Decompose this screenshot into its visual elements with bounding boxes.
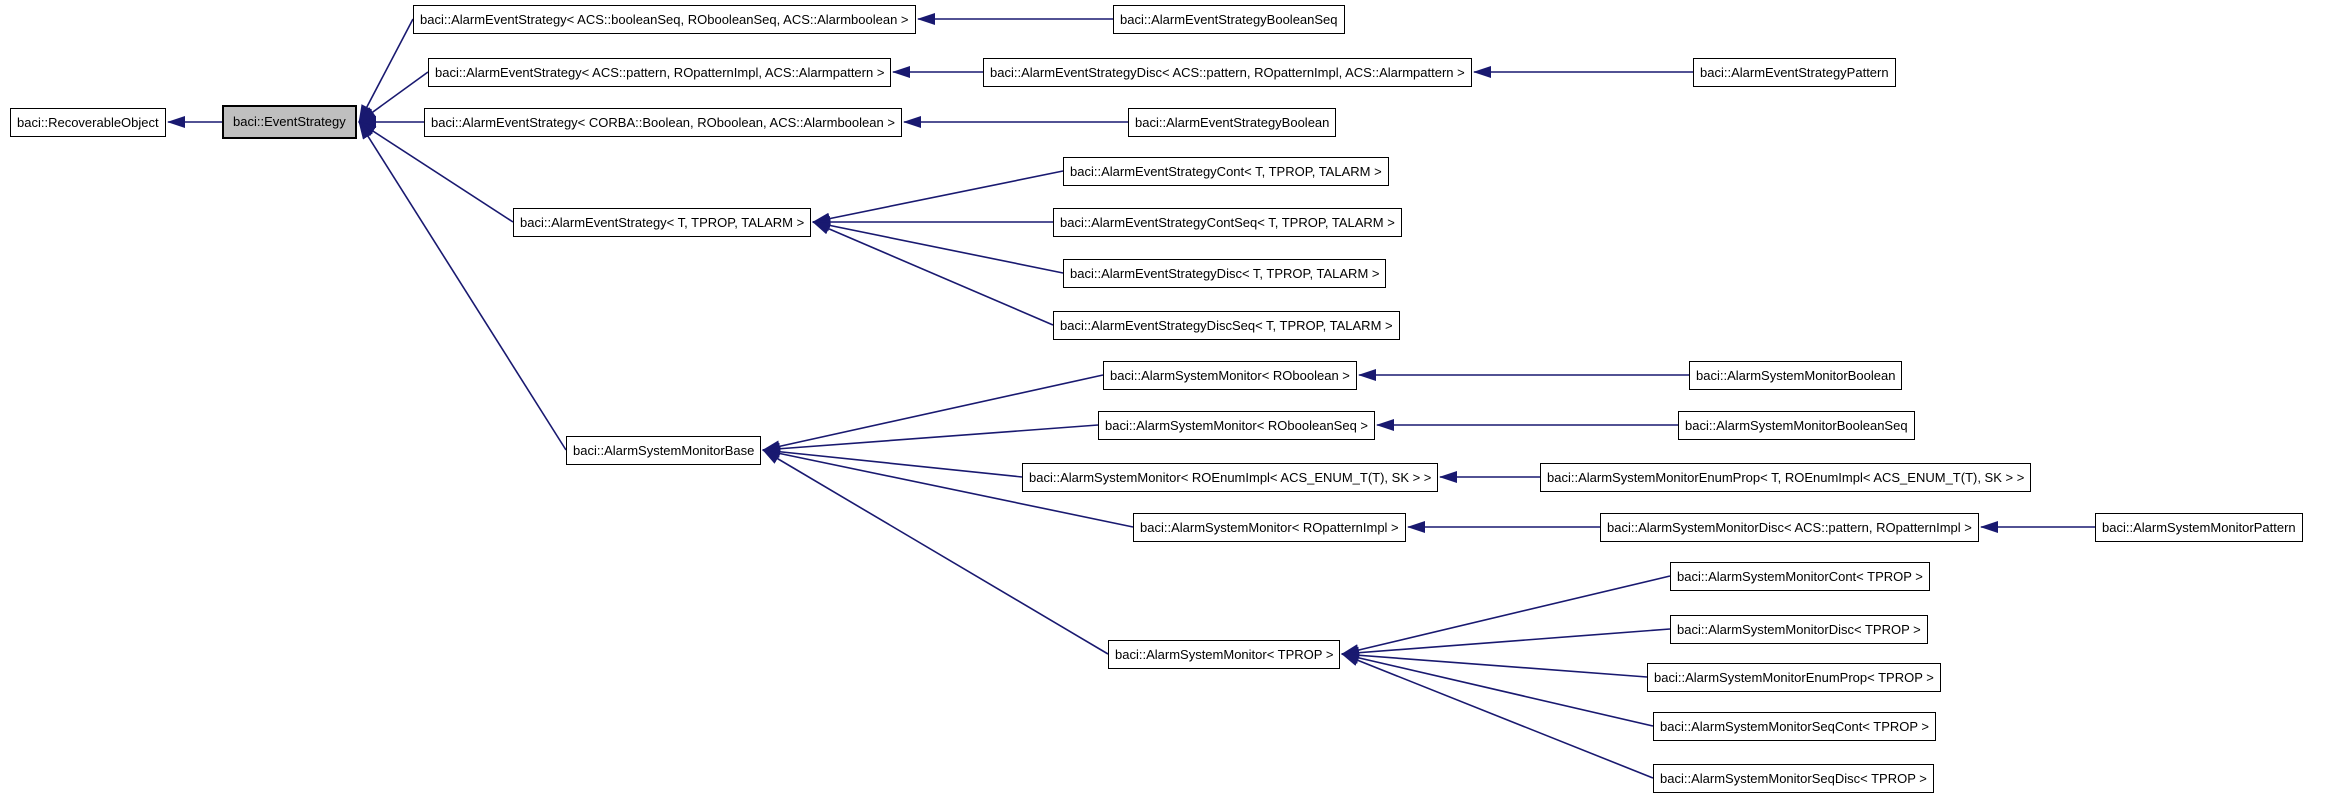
- node-alarm-system-monitor-enumprop-tprop[interactable]: baci::AlarmSystemMonitorEnumProp< TPROP …: [1647, 663, 1941, 692]
- inheritance-edge: [1341, 628, 1671, 659]
- inheritance-edge: [762, 424, 1099, 455]
- node-event-strategy: baci::EventStrategy: [222, 105, 357, 139]
- inheritance-edge: [762, 447, 1134, 528]
- node-alarm-system-monitor-cont-tprop[interactable]: baci::AlarmSystemMonitorCont< TPROP >: [1670, 562, 1930, 591]
- inheritance-edge: [762, 374, 1104, 453]
- node-alarm-system-monitor-boolean[interactable]: baci::AlarmSystemMonitorBoolean: [1689, 361, 1903, 390]
- node-recoverable-object[interactable]: baci::RecoverableObject: [10, 108, 166, 137]
- inheritance-edge: [358, 121, 567, 451]
- node-alarm-system-monitor-roboolean[interactable]: baci::AlarmSystemMonitor< ROboolean >: [1103, 361, 1357, 390]
- node-alarm-system-monitor-base[interactable]: baci::AlarmSystemMonitorBase: [566, 436, 762, 465]
- node-alarm-event-strategy-booleanseq[interactable]: baci::AlarmEventStrategyBooleanSeq: [1113, 5, 1345, 34]
- node-alarm-system-monitor-disc-pattern[interactable]: baci::AlarmSystemMonitorDisc< ACS::patte…: [1600, 513, 1979, 542]
- node-alarm-system-monitor-seqdisc-tprop[interactable]: baci::AlarmSystemMonitorSeqDisc< TPROP >: [1653, 764, 1934, 793]
- inheritance-edge: [812, 219, 1064, 274]
- node-alarm-event-strategy-disc-pattern[interactable]: baci::AlarmEventStrategyDisc< ACS::patte…: [983, 58, 1472, 87]
- inheritance-edge: [1341, 653, 1654, 779]
- node-alarm-event-strategy-cont[interactable]: baci::AlarmEventStrategyCont< T, TPROP, …: [1063, 157, 1389, 186]
- node-alarm-event-strategy-pattern-tmpl[interactable]: baci::AlarmEventStrategy< ACS::pattern, …: [428, 58, 892, 87]
- inheritance-edge: [812, 221, 1054, 326]
- inheritance-edge: [762, 445, 1023, 478]
- node-alarm-event-strategy-disc-generic[interactable]: baci::AlarmEventStrategyDisc< T, TPROP, …: [1063, 259, 1387, 288]
- node-alarm-event-strategy-boolean-tmpl[interactable]: baci::AlarmEventStrategy< CORBA::Boolean…: [424, 108, 902, 137]
- inheritance-edge: [358, 71, 429, 123]
- inheritance-edge: [1341, 649, 1648, 678]
- node-alarm-system-monitor-seqcont-tprop[interactable]: baci::AlarmSystemMonitorSeqCont< TPROP >: [1653, 712, 1937, 741]
- node-alarm-event-strategy-generic[interactable]: baci::AlarmEventStrategy< T, TPROP, TALA…: [513, 208, 812, 237]
- node-alarm-system-monitor-booleanseq[interactable]: baci::AlarmSystemMonitorBooleanSeq: [1678, 411, 1915, 440]
- node-alarm-system-monitor-enumprop-generic[interactable]: baci::AlarmSystemMonitorEnumProp< T, ROE…: [1540, 463, 2032, 492]
- node-alarm-event-strategy-contseq[interactable]: baci::AlarmEventStrategyContSeq< T, TPRO…: [1053, 208, 1402, 237]
- inheritance-edge: [358, 18, 414, 123]
- inheritance-edge: [812, 170, 1064, 225]
- node-alarm-system-monitor-disc-tprop[interactable]: baci::AlarmSystemMonitorDisc< TPROP >: [1670, 615, 1928, 644]
- node-alarm-system-monitor-pattern[interactable]: baci::AlarmSystemMonitorPattern: [2095, 513, 2303, 542]
- node-alarm-system-monitor-roenum[interactable]: baci::AlarmSystemMonitor< ROEnumImpl< AC…: [1022, 463, 1439, 492]
- inheritance-edge: [1341, 651, 1654, 727]
- node-alarm-event-strategy-booleanseq-tmpl[interactable]: baci::AlarmEventStrategy< ACS::booleanSe…: [413, 5, 916, 34]
- node-alarm-event-strategy-pattern[interactable]: baci::AlarmEventStrategyPattern: [1693, 58, 1896, 87]
- inheritance-edge: [358, 121, 514, 223]
- node-alarm-system-monitor-ropattern[interactable]: baci::AlarmSystemMonitor< ROpatternImpl …: [1133, 513, 1406, 542]
- node-alarm-event-strategy-discseq[interactable]: baci::AlarmEventStrategyDiscSeq< T, TPRO…: [1053, 311, 1400, 340]
- inheritance-edge: [1341, 575, 1671, 656]
- node-alarm-system-monitor-tprop[interactable]: baci::AlarmSystemMonitor< TPROP >: [1108, 640, 1341, 669]
- node-alarm-event-strategy-boolean[interactable]: baci::AlarmEventStrategyBoolean: [1128, 108, 1337, 137]
- inheritance-edge: [762, 449, 1109, 655]
- node-alarm-system-monitor-robooleanseq[interactable]: baci::AlarmSystemMonitor< RObooleanSeq >: [1098, 411, 1376, 440]
